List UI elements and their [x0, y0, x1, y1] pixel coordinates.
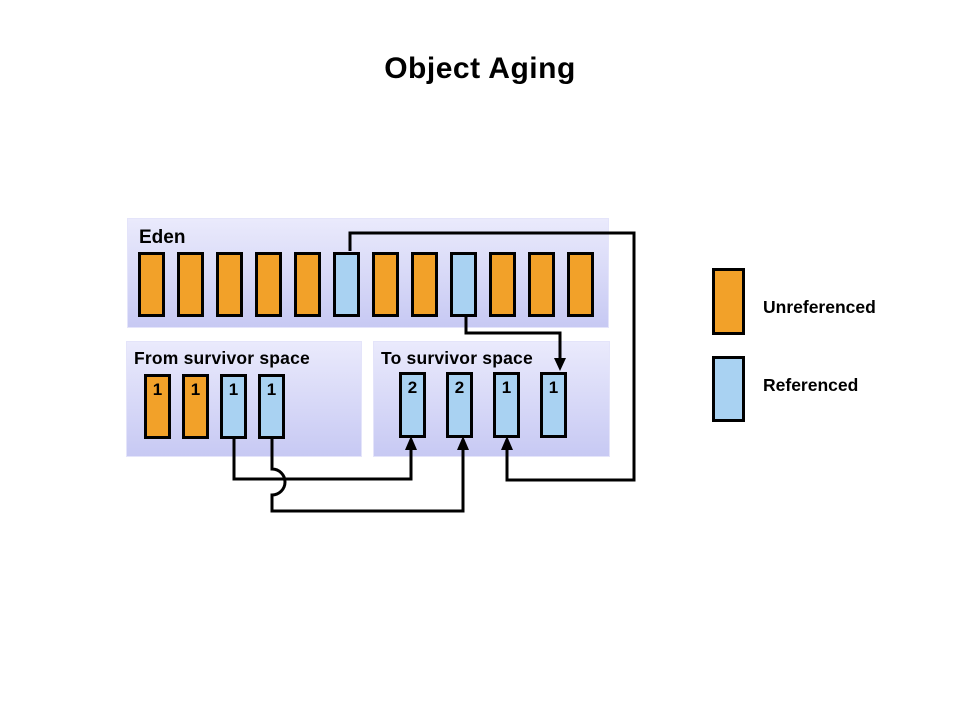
eden-region: Eden: [127, 218, 609, 328]
legend-unreferenced-swatch: [712, 268, 745, 335]
eden-cell-8: [411, 252, 438, 317]
from-survivor-label: From survivor space: [134, 348, 310, 368]
eden-cell-6: [333, 252, 360, 317]
eden-cell-3: [216, 252, 243, 317]
to-survivor-cell-1: 2: [399, 372, 426, 438]
eden-cell-7: [372, 252, 399, 317]
eden-cell-5: [294, 252, 321, 317]
from-survivor-cell-2: 1: [182, 374, 209, 439]
eden-cell-10: [489, 252, 516, 317]
legend-referenced-swatch: [712, 356, 745, 422]
legend-unreferenced-label: Unreferenced: [763, 297, 876, 317]
eden-cell-2: [177, 252, 204, 317]
page-title: Object Aging: [384, 52, 576, 85]
legend-referenced-label: Referenced: [763, 375, 859, 395]
from-survivor-cell-1: 1: [144, 374, 171, 439]
eden-cell-4: [255, 252, 282, 317]
to-survivor-label: To survivor space: [381, 348, 533, 368]
eden-cell-9: [450, 252, 477, 317]
to-survivor-cell-2: 2: [446, 372, 473, 438]
to-survivor-cell-3: 1: [493, 372, 520, 438]
from-survivor-cell-3: 1: [220, 374, 247, 439]
eden-label: Eden: [139, 227, 186, 248]
eden-cell-1: [138, 252, 165, 317]
eden-cell-11: [528, 252, 555, 317]
to-survivor-cell-4: 1: [540, 372, 567, 438]
eden-cell-12: [567, 252, 594, 317]
eden-cells: [138, 252, 594, 317]
from-survivor-cell-4: 1: [258, 374, 285, 439]
